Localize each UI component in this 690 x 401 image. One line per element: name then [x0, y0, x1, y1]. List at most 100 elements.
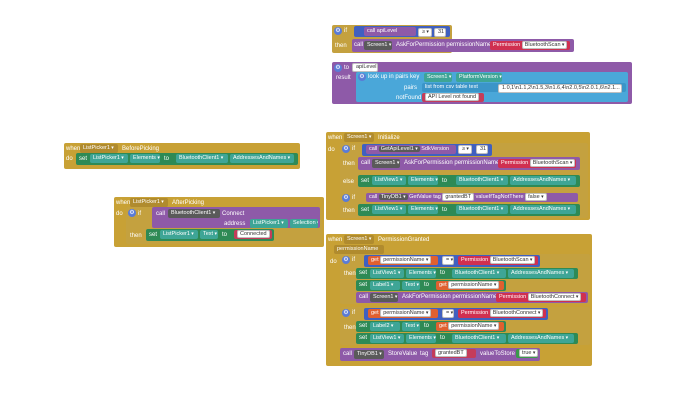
gear-icon[interactable]: ⚙	[128, 209, 136, 217]
perm-dropdown[interactable]: BluetoothConnect	[527, 293, 582, 301]
param-chip[interactable]: permissionName	[334, 245, 384, 254]
screen-dropdown[interactable]: Screen1	[372, 159, 400, 168]
proc-name-field[interactable]: apiLevel	[352, 63, 378, 72]
client-dropdown[interactable]: BluetoothClient1	[168, 209, 220, 218]
notfound-text[interactable]: API Level not found	[425, 93, 480, 101]
text-prop[interactable]: Text	[402, 281, 420, 290]
call-getapi[interactable]: call GetApiLevel1 SdkVersion	[366, 145, 456, 154]
addrnames-prop[interactable]: AddressesAndNames	[510, 176, 576, 185]
elements-prop[interactable]: Elements	[406, 269, 436, 278]
screen-dropdown[interactable]: Screen1	[364, 41, 392, 50]
address-keyword: address	[224, 221, 246, 227]
compare-op[interactable]: ≥	[458, 145, 472, 154]
permission-block[interactable]: Permission BluetoothScan	[458, 256, 538, 265]
component-dropdown[interactable]: Screen1	[344, 235, 374, 244]
notfound-string[interactable]: API Level not found	[422, 93, 484, 102]
permission-block[interactable]: Permission BluetoothConnect	[458, 309, 546, 318]
source-dropdown[interactable]: BluetoothClient1	[176, 154, 228, 163]
getapi-dropdown[interactable]: GetApiLevel1	[378, 146, 420, 152]
compare-op[interactable]: ≥	[418, 28, 432, 37]
client-dropdown[interactable]: BluetoothClient1	[452, 269, 506, 278]
target-dropdown[interactable]: ListPicker1	[160, 230, 198, 239]
addrnames-prop[interactable]: AddressesAndNames	[508, 269, 574, 278]
listview-dropdown[interactable]: ListView1	[370, 269, 404, 278]
var-dropdown[interactable]: permissionName	[380, 256, 432, 264]
num-31[interactable]: 31	[476, 145, 488, 154]
var-dropdown[interactable]: permissionName	[448, 322, 500, 330]
component-dropdown[interactable]: ListPicker1	[80, 144, 118, 153]
tinydb-dropdown[interactable]: TinyDB1	[354, 350, 384, 359]
gear-icon[interactable]: ⚙	[342, 145, 350, 153]
listview-dropdown[interactable]: ListView1	[370, 334, 404, 343]
get-keyword: get	[439, 282, 447, 288]
client-dropdown[interactable]: BluetoothClient1	[456, 205, 508, 214]
label1-dropdown[interactable]: Label1	[370, 281, 400, 290]
perm-dropdown[interactable]: BluetoothScan	[529, 159, 576, 167]
set-label2[interactable]	[356, 321, 506, 332]
permission-block[interactable]: Permission BluetoothScan	[498, 159, 576, 168]
get-var[interactable]: get permissionName	[436, 322, 504, 331]
text-prop[interactable]: Text	[402, 322, 420, 331]
gear-icon[interactable]: ⚙	[334, 64, 342, 72]
call-apilevel[interactable]: call apiLevel	[364, 27, 416, 36]
call-keyword: call	[343, 351, 353, 357]
string-text[interactable]: Connected	[237, 230, 270, 238]
elements-prop[interactable]: Elements	[406, 334, 436, 343]
set-keyword: set	[359, 335, 368, 341]
component-dropdown[interactable]: Screen1	[344, 133, 374, 142]
gear-icon[interactable]: ⚙	[334, 27, 342, 35]
set-label1[interactable]	[356, 280, 506, 291]
picker-dropdown[interactable]: ListPicker1	[250, 219, 288, 228]
client-dropdown[interactable]: BluetoothClient1	[456, 176, 508, 185]
true-block[interactable]: true	[516, 349, 538, 358]
tinydb-dropdown[interactable]: TinyDB1	[378, 194, 408, 200]
csv-text[interactable]: 1.0,1\n1.1,2\n1.5,3\n1.6,4\n2.0,5\n2.0.1…	[498, 84, 622, 93]
then-keyword: then	[130, 233, 142, 239]
getvalue-block[interactable]: call TinyDB1 GetValue tag grantedBT valu…	[366, 193, 578, 202]
var-dropdown[interactable]: permissionName	[448, 281, 500, 289]
tag-text[interactable]: grantedBT	[435, 349, 467, 357]
gear-icon[interactable]: ⚙	[358, 73, 366, 81]
get-var[interactable]: get permissionName	[368, 309, 438, 318]
get-var[interactable]: get permissionName	[436, 281, 504, 290]
permission-block[interactable]: Permission BluetoothScan	[490, 41, 570, 50]
set-keyword: set	[361, 207, 370, 213]
true-dropdown[interactable]: true	[519, 349, 538, 357]
ask-permission-block[interactable]	[356, 292, 588, 303]
target-dropdown[interactable]: ListPicker1	[90, 154, 128, 163]
client-dropdown[interactable]: BluetoothClient1	[452, 334, 506, 343]
var-dropdown[interactable]: permissionName	[380, 309, 432, 317]
eq-op[interactable]: =	[442, 309, 454, 318]
gear-icon[interactable]: ⚙	[342, 194, 350, 202]
label2-dropdown[interactable]: Label2	[370, 322, 400, 331]
num-31[interactable]: 31	[434, 28, 446, 37]
false-dropdown[interactable]: false	[525, 193, 547, 201]
prop-dropdown[interactable]: Text	[200, 230, 218, 239]
screen-dropdown[interactable]: Screen1	[424, 73, 452, 82]
tag-text[interactable]: grantedBT	[442, 193, 475, 201]
eq-op[interactable]: =	[442, 256, 454, 265]
elements-prop[interactable]: Elements	[408, 205, 438, 214]
gear-icon[interactable]: ⚙	[342, 309, 350, 317]
get-var[interactable]: get permissionName	[368, 256, 438, 265]
component-dropdown[interactable]: ListPicker1	[130, 198, 168, 207]
sdk-prop: SdkVersion	[421, 146, 450, 152]
addrnames-prop[interactable]: AddressesAndNames	[508, 334, 574, 343]
to-keyword: to	[424, 323, 430, 329]
string-block[interactable]: Connected	[234, 230, 272, 239]
tag-string[interactable]: grantedBT	[432, 349, 476, 358]
prop-dropdown[interactable]: Elements	[130, 154, 160, 163]
listview-dropdown[interactable]: ListView1	[372, 176, 406, 185]
elements-prop[interactable]: Elements	[408, 176, 438, 185]
screen-dropdown[interactable]: Screen1	[370, 293, 398, 302]
selection-prop[interactable]: Selection	[290, 219, 318, 228]
addrnames-prop[interactable]: AddressesAndNames	[510, 205, 576, 214]
source-prop[interactable]: AddressesAndNames	[230, 154, 294, 163]
perm-dropdown[interactable]: BluetoothScan	[489, 256, 536, 264]
listview-dropdown[interactable]: ListView1	[372, 205, 406, 214]
permission-block[interactable]: Permission BluetoothConnect	[496, 293, 586, 302]
platform-version[interactable]: PlatformVersion	[456, 73, 502, 82]
gear-icon[interactable]: ⚙	[342, 256, 350, 264]
perm-dropdown[interactable]: BluetoothConnect	[489, 309, 544, 317]
perm-dropdown[interactable]: BluetoothScan	[521, 41, 568, 49]
